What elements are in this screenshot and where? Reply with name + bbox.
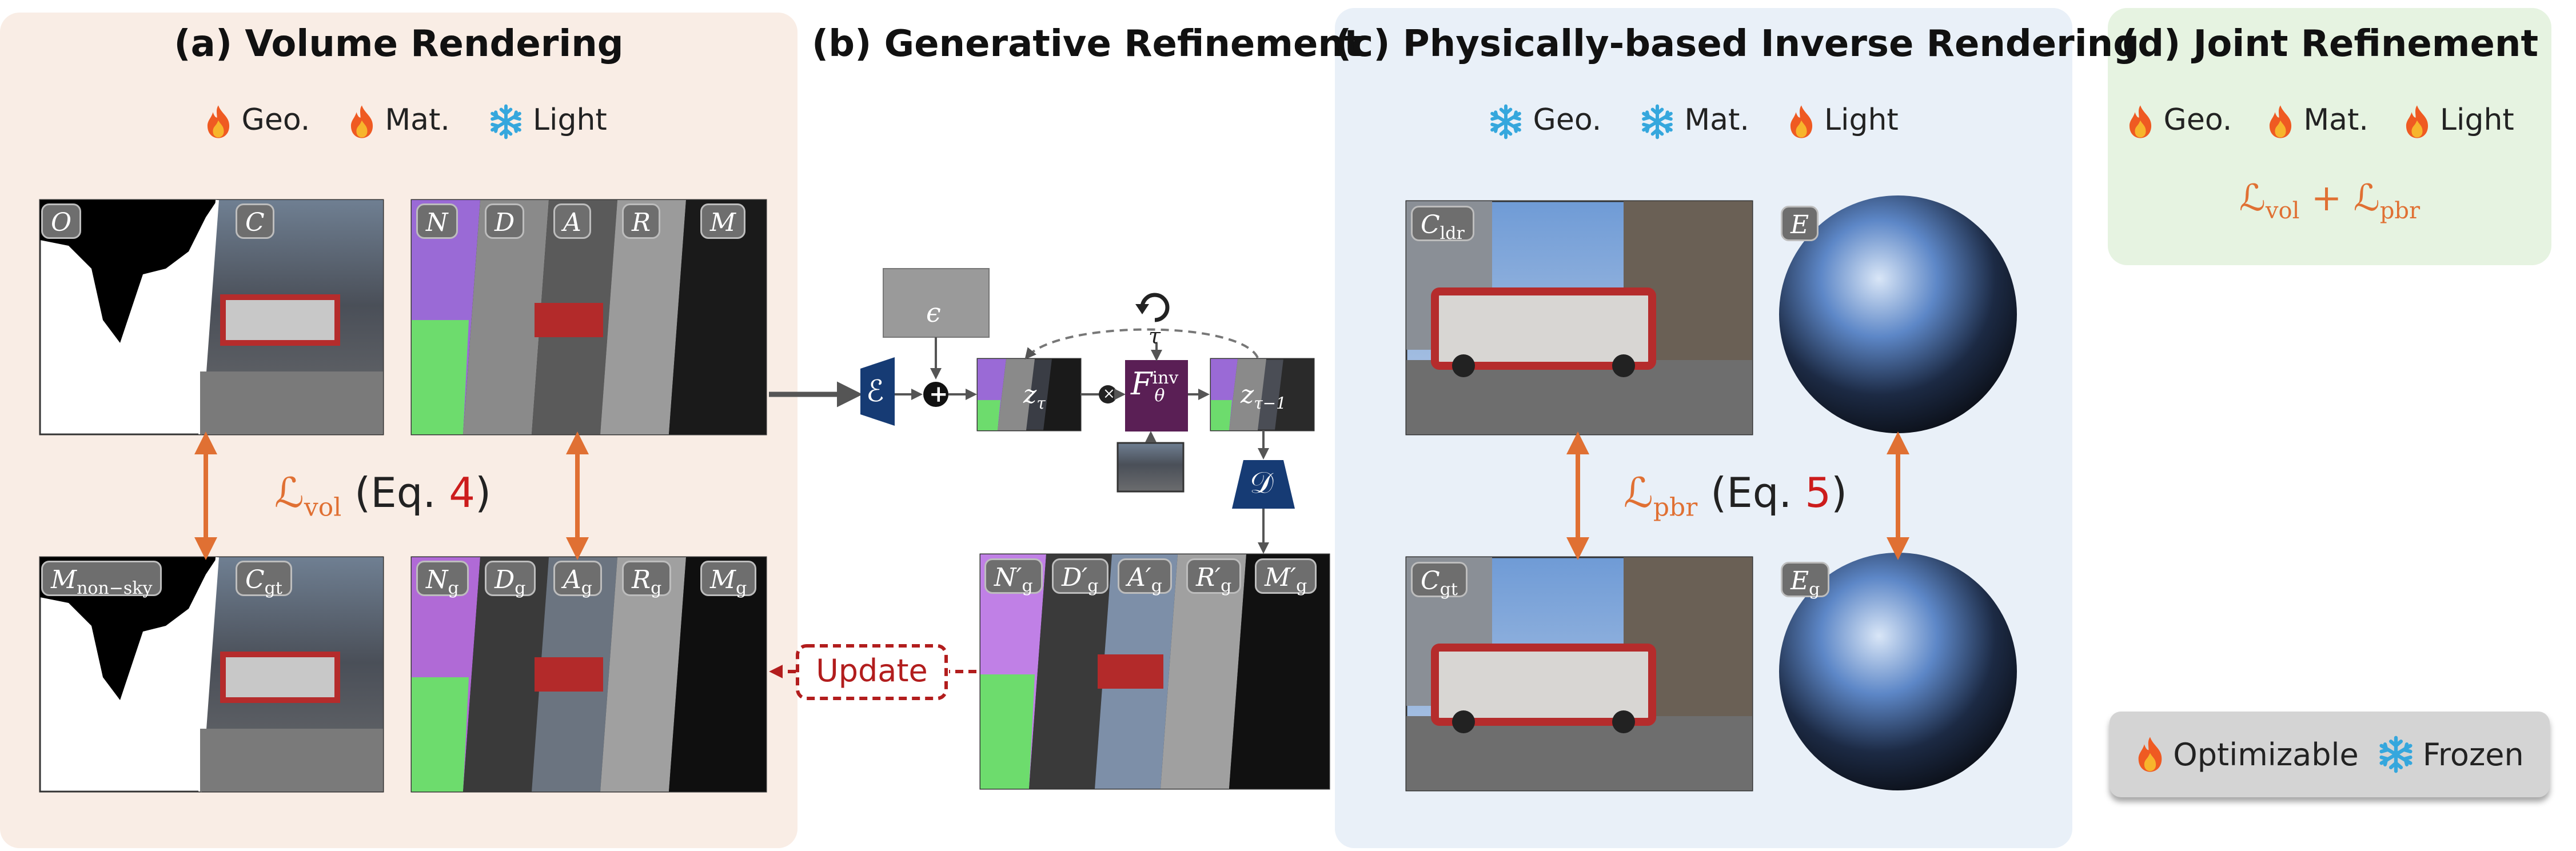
image-intrinsics-gt — [410, 556, 767, 793]
key-optimizable: Optimizable — [2173, 736, 2359, 773]
image-mask-o — [39, 199, 384, 436]
title-a: (a) Volume Rendering — [174, 23, 624, 65]
legend-d: Geo. Mat. Light — [2127, 103, 2514, 139]
legend-a-light: Light — [533, 103, 607, 137]
legend-c: Geo. Mat. Light — [1488, 103, 1899, 139]
denoise-loop — [1024, 328, 1259, 360]
fire-icon — [2135, 736, 2165, 773]
noise-image — [883, 268, 990, 338]
image-intrinsics-top — [410, 199, 767, 436]
latent-z-tau-minus-1 — [1210, 358, 1315, 432]
tag-a-refined: A′g — [1118, 558, 1172, 596]
env-map-eg — [1779, 553, 2017, 790]
tau-label: τ — [1149, 323, 1161, 349]
legend-c-mat: Mat. — [1684, 103, 1749, 137]
plus-label: + — [929, 381, 948, 407]
tag-c-gt-c: Cgt — [1411, 562, 1468, 600]
tag-r-g: Rg — [622, 561, 672, 598]
legend-a: Geo. Mat. Light — [205, 103, 607, 139]
decoder-label: 𝒟 — [1250, 466, 1274, 500]
tag-r: R — [622, 203, 661, 239]
legend-key-box: Optimizable Frozen — [2110, 712, 2550, 797]
legend-c-light: Light — [1824, 103, 1899, 137]
legend-d-mat: Mat. — [2303, 103, 2368, 137]
tag-n: N — [416, 203, 458, 239]
title-d: (d) Joint Refinement — [2120, 23, 2539, 65]
tag-c-ldr: Cldr — [1411, 206, 1474, 243]
times-label: × — [1103, 385, 1115, 402]
f-theta-label: Finvθ — [1131, 366, 1179, 406]
tag-m: M — [700, 203, 746, 239]
title-c: (c) Physically-based Inverse Rendering — [1335, 23, 2139, 65]
legend-d-light: Light — [2440, 103, 2514, 137]
condition-image — [1116, 442, 1185, 493]
tag-a: A — [553, 203, 591, 239]
legend-a-mat: Mat. — [385, 103, 450, 137]
decoder-block — [1232, 460, 1295, 509]
tag-o: O — [41, 203, 82, 239]
joint-loss: ℒvol + ℒpbr — [2239, 177, 2421, 224]
tag-m-g: Mg — [700, 561, 757, 598]
latent-z-tau — [976, 358, 1082, 432]
epsilon-label: ϵ — [926, 297, 941, 328]
update-label: Update — [816, 653, 928, 689]
loss-pbr: ℒpbr (Eq. 5) — [1624, 469, 1848, 522]
times-node — [1099, 385, 1117, 403]
loop-icon — [1135, 293, 1170, 322]
tag-d: D — [485, 203, 525, 239]
tag-n-g: Ng — [416, 561, 469, 598]
tag-c: C — [236, 203, 274, 239]
tag-a-g: Ag — [553, 561, 602, 598]
panel-joint-refinement — [2108, 8, 2551, 265]
env-map-e — [1779, 195, 2017, 433]
legend-d-geo: Geo. — [2163, 103, 2232, 137]
z-tau-1-label: zτ−1 — [1241, 380, 1286, 413]
snowflake-icon — [2377, 736, 2415, 773]
tag-e-g: Eg — [1781, 562, 1830, 600]
tag-e: E — [1781, 206, 1819, 241]
image-c-gt — [1405, 556, 1753, 792]
tag-m-non-sky: Mnon−sky — [41, 561, 162, 598]
loss-vol: ℒvol (Eq. 4) — [274, 469, 492, 522]
encoder-label: ℰ — [866, 374, 884, 409]
legend-a-geo: Geo. — [241, 103, 310, 137]
title-b: (b) Generative Refinement — [812, 23, 1362, 65]
tag-d-g: Dg — [485, 561, 536, 598]
tag-r-refined: R′g — [1186, 558, 1242, 596]
plus-node — [923, 382, 948, 407]
tag-m-refined: M′g — [1255, 558, 1317, 596]
key-frozen: Frozen — [2422, 736, 2524, 773]
legend-c-geo: Geo. — [1533, 103, 1602, 137]
encoder-block — [860, 357, 895, 426]
tag-n-refined: N′g — [984, 558, 1043, 596]
tag-c-gt: Cgt — [236, 561, 292, 598]
tag-d-refined: D′g — [1052, 558, 1108, 596]
denoiser-block — [1125, 360, 1188, 432]
update-box — [796, 644, 948, 700]
z-tau-label: zτ — [1023, 380, 1046, 413]
